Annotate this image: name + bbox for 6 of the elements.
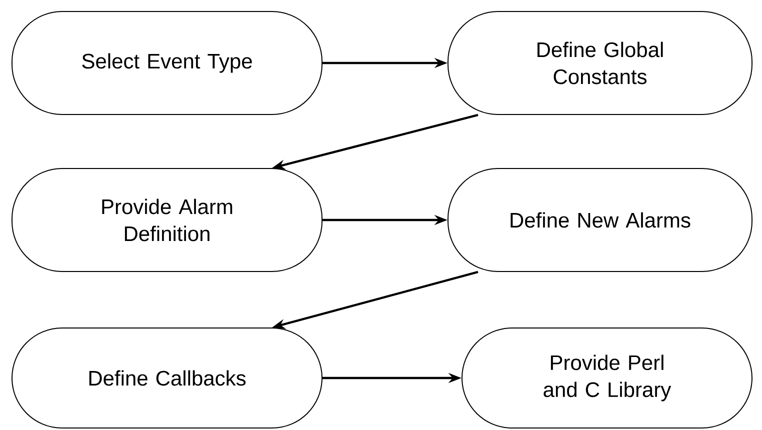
process-box: Define Callbacks [12,328,322,428]
process-box: Select Event Type [12,11,322,115]
process-box: Define Global Constants [448,11,752,115]
process-box: Provide Perl and C Library [462,328,752,428]
process-box: Define New Alarms [448,168,752,272]
process-box: Provide Alarm Definition [12,168,322,272]
